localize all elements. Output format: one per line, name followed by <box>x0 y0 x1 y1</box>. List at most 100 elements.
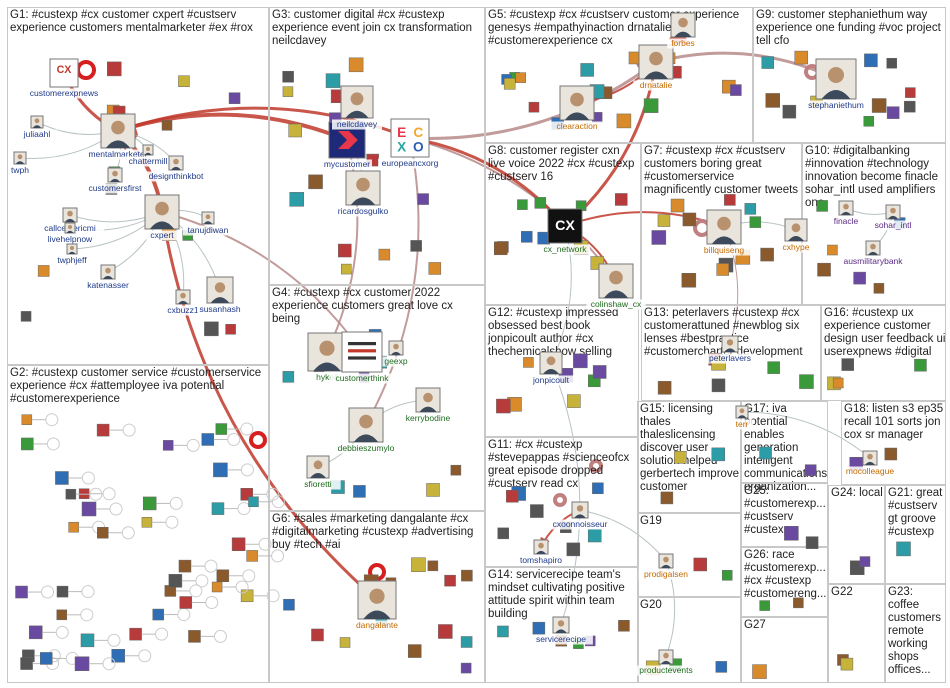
avatar-icon[interactable] <box>587 528 602 543</box>
avatar-icon[interactable] <box>152 608 165 621</box>
avatar-icon[interactable] <box>162 440 174 451</box>
node-ausmilitarybank[interactable]: ausmilitarybank <box>836 240 910 267</box>
node-productevents[interactable]: productevents <box>634 649 698 676</box>
node-sohar_intl[interactable]: sohar_intl <box>868 204 918 231</box>
avatar-icon[interactable] <box>816 200 828 212</box>
avatar-icon[interactable] <box>80 633 95 648</box>
avatar-icon[interactable] <box>573 353 588 369</box>
avatar-icon[interactable] <box>711 447 726 462</box>
avatar-icon[interactable] <box>799 374 814 389</box>
avatar-icon[interactable] <box>339 637 351 648</box>
avatar-icon[interactable] <box>724 194 736 206</box>
avatar-icon[interactable] <box>567 394 581 408</box>
avatar-icon[interactable] <box>765 93 780 108</box>
avatar-icon[interactable] <box>460 662 472 674</box>
avatar-icon[interactable] <box>759 600 770 611</box>
node-cxoonnoisseur[interactable]: cxoonnoisseur <box>548 501 612 530</box>
node-designthinkbot[interactable]: designthinkbot <box>141 155 211 182</box>
avatar-icon[interactable] <box>528 101 540 113</box>
avatar-icon[interactable] <box>444 574 456 587</box>
avatar-icon[interactable] <box>497 625 509 638</box>
avatar-icon[interactable] <box>566 542 581 557</box>
node-clearaction[interactable]: clearaction <box>549 85 605 132</box>
avatar-icon[interactable] <box>863 116 875 127</box>
node-peterlavers[interactable]: peterlavers <box>702 335 758 364</box>
avatar-icon[interactable] <box>521 231 533 243</box>
node-debbieszumylo[interactable]: debbieszumylo <box>334 407 398 454</box>
avatar-icon[interactable] <box>428 262 442 275</box>
avatar-icon[interactable] <box>179 596 192 609</box>
avatar-icon[interactable] <box>215 423 228 435</box>
avatar-icon[interactable] <box>311 628 324 642</box>
node-hykell[interactable]: hykell <box>307 332 347 383</box>
node-livehelpnow[interactable]: livehelpnow <box>42 222 98 245</box>
avatar-icon[interactable] <box>21 414 33 425</box>
node-tomshapiro[interactable]: tomshapiro <box>516 539 566 566</box>
avatar-icon[interactable] <box>804 464 817 476</box>
avatar-icon[interactable] <box>378 248 391 261</box>
avatar-icon[interactable] <box>289 192 304 207</box>
avatar-icon[interactable] <box>503 78 516 90</box>
avatar-icon[interactable] <box>496 398 511 414</box>
avatar-icon[interactable] <box>161 120 173 131</box>
node-drnatalie[interactable]: drnatalie <box>633 44 679 91</box>
avatar-icon[interactable] <box>767 361 780 374</box>
node-stephaniethum[interactable]: stephaniethum <box>804 58 868 111</box>
avatar-icon[interactable] <box>651 230 667 245</box>
avatar-icon[interactable] <box>427 560 439 572</box>
avatar-icon[interactable] <box>580 63 594 77</box>
avatar-icon[interactable] <box>20 657 33 670</box>
avatar-icon[interactable] <box>240 589 254 603</box>
avatar-icon[interactable] <box>827 244 838 256</box>
avatar-icon[interactable] <box>886 106 900 119</box>
node-twph[interactable]: twph <box>8 151 32 176</box>
avatar-icon[interactable] <box>211 581 223 593</box>
avatar-icon[interactable] <box>410 240 422 252</box>
node-customersfirst[interactable]: customersfirst <box>80 167 150 194</box>
avatar-icon[interactable] <box>460 636 473 648</box>
avatar-icon[interactable] <box>74 656 90 671</box>
avatar-icon[interactable] <box>784 525 799 541</box>
node-kerrybodine[interactable]: kerrybodine <box>400 387 456 424</box>
avatar-icon[interactable] <box>517 199 528 210</box>
node-servicerecipe[interactable]: servicerecipe <box>529 616 593 645</box>
avatar-icon[interactable] <box>188 630 201 643</box>
avatar-icon[interactable] <box>534 197 547 209</box>
avatar-icon[interactable] <box>450 464 462 476</box>
avatar-icon[interactable] <box>914 358 927 372</box>
avatar-icon[interactable] <box>592 482 604 495</box>
avatar-icon[interactable] <box>308 174 323 190</box>
avatar-icon[interactable] <box>201 433 215 446</box>
avatar-icon[interactable] <box>178 75 190 87</box>
avatar-icon[interactable] <box>817 262 831 277</box>
node-dangalante[interactable]: dangalante <box>352 580 402 631</box>
avatar-icon[interactable] <box>530 504 544 518</box>
avatar-icon[interactable] <box>793 597 804 609</box>
avatar-icon[interactable] <box>903 100 916 113</box>
avatar-icon[interactable] <box>168 574 183 588</box>
avatar-icon[interactable] <box>37 265 50 277</box>
avatar-icon[interactable] <box>853 271 866 285</box>
node-tanujdiwan[interactable]: tanujdiwan <box>183 211 233 236</box>
avatar-icon[interactable] <box>407 644 422 658</box>
avatar-icon[interactable] <box>730 84 742 96</box>
node-sfioretti[interactable]: sfioretti <box>295 455 341 490</box>
avatar-icon[interactable] <box>886 57 897 69</box>
avatar-icon[interactable] <box>141 517 153 528</box>
avatar-icon[interactable] <box>682 212 697 227</box>
avatar-icon[interactable] <box>56 585 69 598</box>
avatar-icon[interactable] <box>618 620 630 632</box>
avatar-icon[interactable] <box>794 50 809 65</box>
node-cxhype[interactable]: cxhype <box>780 218 812 253</box>
avatar-icon[interactable] <box>657 214 671 227</box>
avatar-icon[interactable] <box>15 585 28 599</box>
avatar-icon[interactable] <box>417 193 429 205</box>
node-jonpicoult[interactable]: jonpicoult <box>526 351 576 386</box>
avatar-icon[interactable] <box>129 627 142 641</box>
avatar-icon[interactable] <box>55 471 69 485</box>
avatar-icon[interactable] <box>643 98 659 113</box>
avatar-icon[interactable] <box>873 283 885 294</box>
avatar-icon[interactable] <box>859 556 871 567</box>
avatar-icon[interactable] <box>681 273 697 288</box>
